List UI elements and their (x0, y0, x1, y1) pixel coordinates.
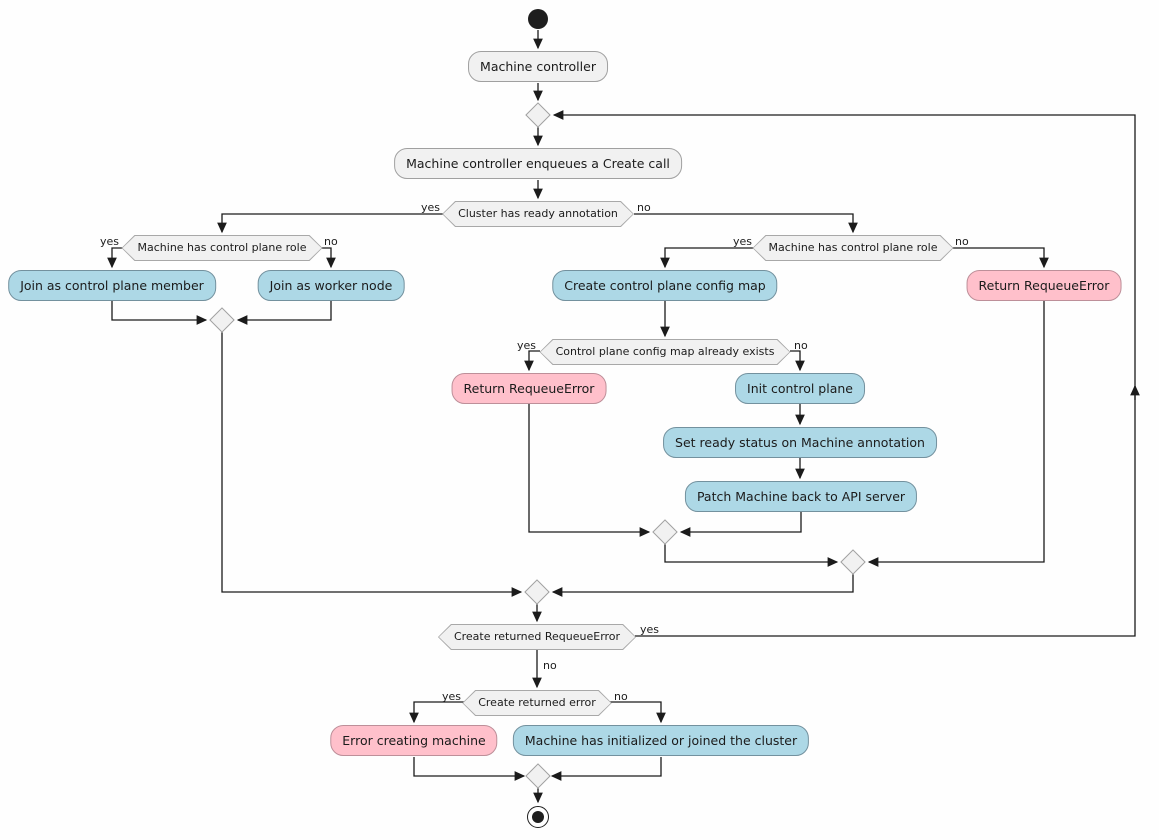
edge-label-cp-role-left-no: no (324, 235, 338, 248)
start-node (528, 9, 548, 29)
edge-error-yes (409, 701, 465, 724)
decision-create-returned-requeue-error: Create returned RequeueError (438, 624, 636, 650)
activity-enqueue-create: Machine controller enqueues a Create cal… (394, 148, 682, 179)
edge-label-error-yes: yes (442, 690, 462, 703)
decision-fill-shape (463, 691, 611, 715)
edge-patch-to-merge-1 (679, 512, 802, 537)
decision-machine-has-cp-role-right: Machine has control plane role (753, 235, 954, 261)
decision-fill-shape (754, 236, 953, 260)
decision-fill-shape (439, 625, 635, 649)
edge-merge-left-to-merge-3 (221, 332, 523, 597)
edge-label-cp-role-left-yes: yes (100, 235, 120, 248)
decision-label: Create returned RequeueError (453, 630, 621, 643)
edge-label-error-no: no (614, 690, 628, 703)
edge-join-worker-to-merge-left (236, 301, 332, 325)
decision-label: Control plane config map already exists (555, 345, 775, 358)
edge-requeue-yes-loop (552, 110, 1136, 637)
edge-label-exists-no: no (794, 339, 808, 352)
end-node (527, 806, 549, 828)
activity-create-cp-configmap: Create control plane config map (552, 270, 778, 301)
edge-cluster-ready-yes (217, 213, 443, 234)
edge-label-cp-role-right-yes: yes (733, 235, 753, 248)
edge-requeue-right-to-merge-2 (867, 301, 1045, 567)
edge-cp-role-right-no (950, 247, 1049, 269)
edge-cluster-ready-no (634, 213, 858, 234)
edge-error-box-to-merge-4 (413, 757, 526, 781)
edge-initialized-to-merge-4 (550, 757, 662, 781)
activity-init-control-plane: Init control plane (735, 373, 865, 404)
decision-machine-has-cp-role-left: Machine has control plane role (122, 235, 323, 261)
decision-fill-shape (443, 202, 633, 226)
decision-configmap-already-exists: Control plane config map already exists (540, 339, 791, 365)
edge-error-no (610, 701, 666, 724)
edge-cp-role-left-no (320, 247, 336, 269)
activity-set-ready-status: Set ready status on Machine annotation (663, 427, 937, 458)
decision-label: Create returned error (478, 696, 596, 709)
edge-label-exists-yes: yes (517, 339, 537, 352)
decision-fill-shape (541, 340, 790, 364)
edge-exists-yes (524, 350, 540, 372)
decision-cluster-has-ready-annotation: Cluster has ready annotation (442, 201, 634, 227)
activity-error-creating-machine: Error creating machine (330, 725, 498, 756)
edge-label-cluster-ready-yes: yes (421, 201, 441, 214)
activity-machine-controller: Machine controller (468, 51, 608, 82)
end-node-dot (532, 811, 544, 823)
edge-cp-role-right-yes (660, 247, 755, 269)
activity-patch-machine: Patch Machine back to API server (684, 481, 918, 512)
edge-join-member-to-merge-left (111, 301, 208, 325)
activity-return-requeue-error-mid: Return RequeueError (451, 373, 607, 404)
edge-merge-2-to-merge-3 (551, 574, 854, 597)
activity-return-requeue-error-right: Return RequeueError (966, 270, 1122, 301)
edge-exists-no (790, 350, 805, 372)
edge-label-cp-role-right-no: no (955, 235, 969, 248)
decision-label: Machine has control plane role (768, 241, 938, 254)
activity-machine-initialized: Machine has initialized or joined the cl… (512, 725, 810, 756)
decision-create-returned-error: Create returned error (462, 690, 612, 716)
activity-join-worker-node: Join as worker node (257, 270, 405, 301)
decision-label: Cluster has ready annotation (458, 207, 618, 220)
decision-fill-shape (123, 236, 322, 260)
edge-merge-1-to-merge-2 (664, 544, 839, 567)
edge-label-cluster-ready-no: no (637, 201, 651, 214)
decision-label: Machine has control plane role (137, 241, 307, 254)
edge-cp-role-left-yes (107, 247, 123, 269)
edge-label-requeue-yes: yes (640, 623, 660, 636)
edge-requeue-mid-to-merge-1 (528, 404, 651, 537)
activity-join-control-plane-member: Join as control plane member (8, 270, 216, 301)
edge-label-requeue-no: no (543, 659, 557, 672)
